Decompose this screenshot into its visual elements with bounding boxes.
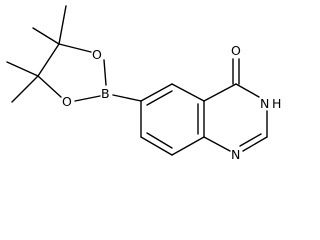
atom-label-oxygen-carbonyl: O bbox=[231, 43, 241, 58]
atom-label-nitrogen-nh: N bbox=[260, 96, 269, 111]
bond-benz-double-c bbox=[146, 132, 173, 149]
atom-label-hydrogen-nh: H bbox=[272, 96, 281, 111]
bond-benz-5 bbox=[140, 136, 173, 156]
chemical-structure-diagram: O O B O N H N bbox=[6, 5, 281, 162]
atom-label-oxygen-lower: O bbox=[62, 94, 72, 109]
bond-benz-1 bbox=[140, 83, 173, 102]
bond-ring-c-o-upper bbox=[58, 43, 92, 53]
bond-methyl-lower-down bbox=[11, 75, 39, 103]
bond-ring-c-c bbox=[37, 43, 60, 77]
bond-ring-c-o-lower bbox=[37, 75, 62, 98]
atom-label-oxygen-upper: O bbox=[92, 47, 102, 62]
bond-ring-o-b-lower bbox=[74, 95, 101, 102]
bond-pyr-c2-n1 bbox=[242, 136, 268, 152]
bond-b-aryl bbox=[112, 94, 142, 102]
atom-label-nitrogen-ring: N bbox=[231, 147, 240, 162]
bond-pyr-c4-n3 bbox=[235, 83, 260, 98]
bond-ring-o-b-upper bbox=[103, 59, 107, 86]
bond-benz-4 bbox=[171, 136, 205, 156]
bond-methyl-lower-left bbox=[6, 61, 39, 77]
bond-pyr-c4-c4a bbox=[203, 83, 237, 102]
bond-methyl-upper-top bbox=[58, 5, 67, 45]
bond-benz-2 bbox=[171, 83, 205, 102]
bond-pyr-c2-n1-double bbox=[239, 133, 262, 147]
bond-methyl-upper-left bbox=[32, 27, 60, 45]
bond-pyr-n1-c8a bbox=[203, 136, 231, 152]
atom-label-boron: B bbox=[101, 86, 110, 101]
bond-benz-double-a bbox=[146, 90, 173, 106]
